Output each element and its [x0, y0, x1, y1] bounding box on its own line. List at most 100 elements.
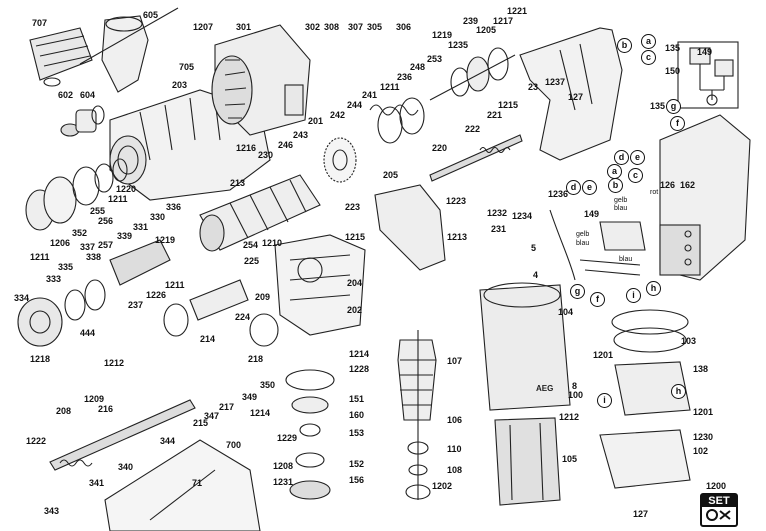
- part-label: 301: [236, 22, 252, 32]
- part-label: 23: [528, 82, 539, 92]
- part-label: 307: [348, 22, 364, 32]
- part-label: 104: [558, 307, 574, 317]
- part-label: 349: [242, 392, 258, 402]
- part-label: 221: [487, 110, 503, 120]
- part-label: 1236: [548, 189, 569, 199]
- part-label: 331: [133, 222, 149, 232]
- piston-part: [163, 279, 279, 347]
- part-label: 1209: [84, 394, 105, 404]
- part-label: 1201: [593, 350, 614, 360]
- part-label: 1211: [380, 82, 400, 92]
- part-label: 152: [349, 459, 365, 469]
- tools-icon: [706, 509, 731, 521]
- part-label: 1212: [104, 358, 125, 368]
- part-label: 330: [150, 212, 166, 222]
- callout-marker: g: [666, 99, 681, 114]
- part-label: 1230: [693, 432, 714, 442]
- callout-marker: h: [671, 384, 686, 399]
- part-label: 336: [166, 202, 182, 212]
- handle-part: [519, 27, 623, 161]
- part-label: 217: [219, 402, 235, 412]
- wire-label: gelb: [614, 197, 628, 204]
- callout-marker: g: [570, 284, 585, 299]
- part-label: 347: [204, 411, 220, 421]
- part-label: 201: [308, 116, 324, 126]
- wire-label: blau: [619, 256, 633, 263]
- part-label: 1226: [146, 290, 167, 300]
- callout-marker: h: [646, 281, 661, 296]
- part-label: 1222: [26, 436, 47, 446]
- callout-marker: f: [590, 292, 605, 307]
- part-label: 110: [447, 444, 462, 454]
- part-label: 305: [367, 22, 383, 32]
- callout-marker: f: [670, 116, 685, 131]
- front-nosepiece-part: [17, 239, 171, 347]
- part-label: 222: [465, 124, 481, 134]
- part-label: 138: [693, 364, 709, 374]
- gear-part: [323, 137, 357, 183]
- crank-housing-part: [274, 234, 366, 336]
- wiring-part: [549, 209, 646, 281]
- part-label: 126: [660, 180, 676, 190]
- callout-marker: d: [614, 150, 629, 165]
- part-label: 135: [650, 101, 666, 111]
- brand-logo: AEG: [536, 384, 554, 393]
- part-label: 444: [80, 328, 96, 338]
- part-label: 150: [665, 66, 681, 76]
- chuck-part: [29, 27, 93, 87]
- callout-marker: i: [626, 288, 641, 303]
- callout-marker: c: [641, 50, 656, 65]
- part-label: 151: [349, 394, 365, 404]
- adapter-part: [60, 105, 105, 137]
- armature-part: [397, 330, 437, 500]
- part-label: 224: [235, 312, 251, 322]
- part-label: 230: [258, 150, 274, 160]
- cover-plate-part: [374, 184, 446, 271]
- part-label: 156: [349, 475, 365, 485]
- part-label: 205: [383, 170, 399, 180]
- clutch-stack-part: [285, 369, 335, 500]
- part-label: 236: [397, 72, 413, 82]
- part-label: 1207: [193, 22, 214, 32]
- part-label: 1235: [448, 40, 469, 50]
- part-label: 102: [693, 446, 709, 456]
- part-label: 1216: [236, 143, 257, 153]
- wire-label: gelb: [576, 231, 590, 238]
- part-label: 1211: [165, 280, 185, 290]
- cylinder-part: [199, 174, 321, 252]
- part-label: 343: [44, 506, 60, 516]
- part-label: 220: [432, 143, 448, 153]
- part-label: 4: [533, 270, 539, 280]
- callout-marker: a: [607, 164, 622, 179]
- part-label: 100: [568, 390, 584, 400]
- part-label: 1219: [155, 235, 176, 245]
- brush-holder-part: [614, 361, 691, 416]
- part-label: 1202: [432, 481, 453, 491]
- part-label: 1206: [50, 238, 71, 248]
- part-label: 225: [244, 256, 260, 266]
- part-label: 216: [98, 404, 114, 414]
- part-label: 1218: [30, 354, 51, 364]
- part-label: 350: [260, 380, 276, 390]
- part-label: 107: [447, 356, 463, 366]
- part-label: 339: [117, 231, 133, 241]
- part-label: 204: [347, 278, 363, 288]
- part-label: 341: [89, 478, 105, 488]
- part-label: 1205: [476, 25, 497, 35]
- part-label: 1221: [507, 6, 528, 16]
- callout-marker: d: [566, 180, 581, 195]
- part-label: 242: [330, 110, 346, 120]
- set-symbol: SET: [700, 493, 738, 527]
- part-label: 105: [562, 454, 578, 464]
- part-label: 1228: [349, 364, 370, 374]
- part-label: 254: [243, 240, 259, 250]
- part-label: 213: [230, 178, 246, 188]
- part-label: 1210: [262, 238, 283, 248]
- motor-housing-lower-part: [479, 282, 571, 411]
- part-label: 707: [32, 18, 48, 28]
- part-label: 1215: [498, 100, 519, 110]
- part-label: 1214: [349, 349, 370, 359]
- callout-marker: i: [597, 393, 612, 408]
- part-label: 257: [98, 240, 114, 250]
